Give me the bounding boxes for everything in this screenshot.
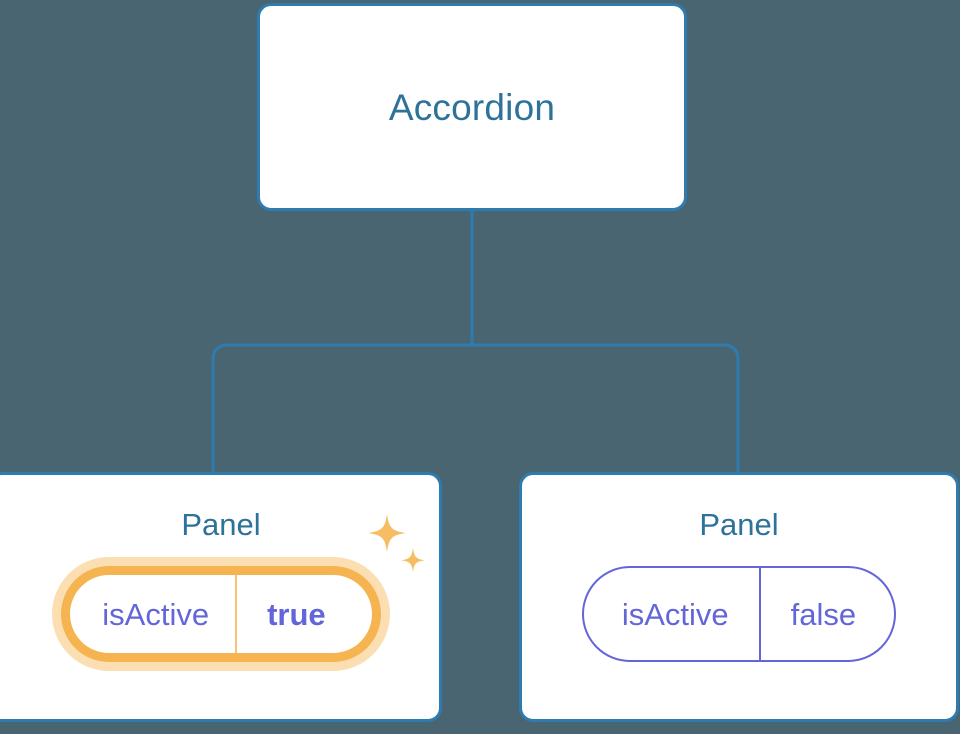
- sparkles-icon: [367, 514, 425, 572]
- node-title-panel-left: Panel: [181, 507, 261, 542]
- node-card-panel-left[interactable]: Panel isActive true: [0, 472, 442, 722]
- prop-value-left: true: [235, 575, 372, 653]
- prop-key-right: isActive: [621, 596, 729, 632]
- node-title-panel-right: Panel: [699, 507, 779, 542]
- prop-pill-isactive-false[interactable]: isActive false: [581, 566, 897, 662]
- prop-value-right: false: [758, 568, 894, 660]
- node-card-accordion[interactable]: Accordion: [257, 3, 687, 211]
- prop-key-left: isActive: [102, 596, 210, 632]
- prop-pill-isactive-true[interactable]: isActive true: [61, 566, 381, 662]
- node-title-accordion: Accordion: [388, 86, 556, 128]
- node-card-panel-right[interactable]: Panel isActive false: [519, 472, 959, 722]
- prop-pill-wrapper-left: isActive true: [61, 514, 425, 662]
- connector-children-bus: [211, 343, 740, 472]
